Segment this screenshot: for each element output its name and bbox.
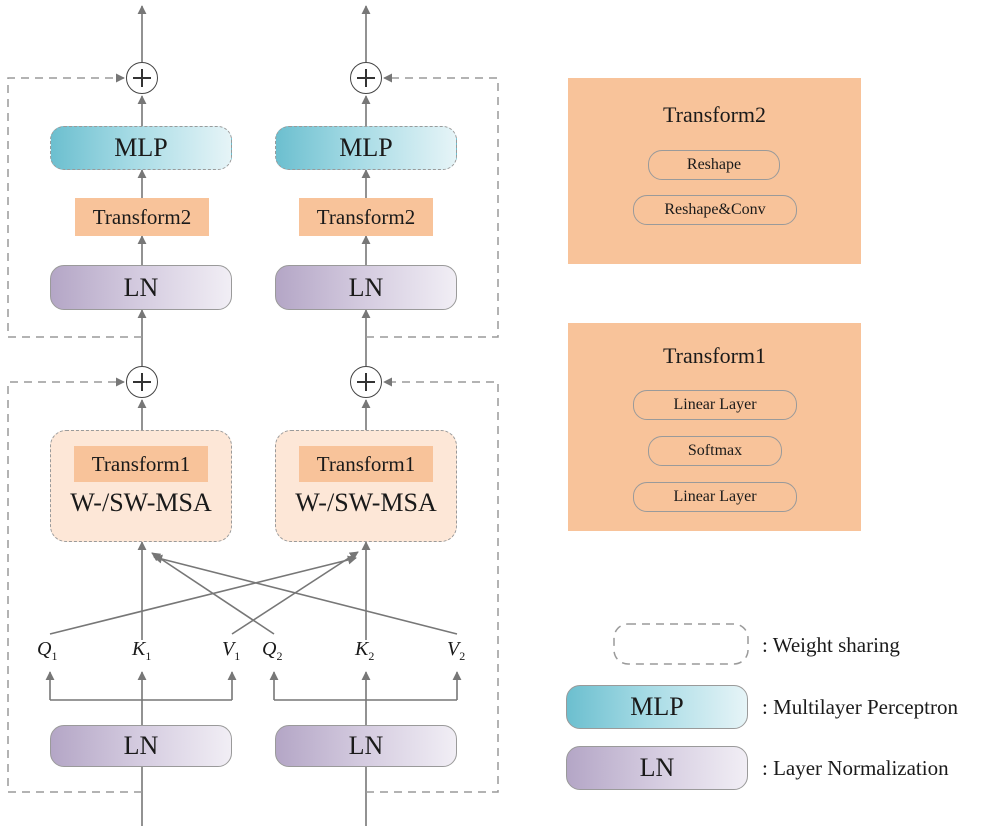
add-node-left-top <box>126 62 158 94</box>
legend-ln-box: LN <box>566 746 748 790</box>
right-mlp-label: MLP <box>339 133 393 162</box>
left-transform2-label: Transform2 <box>92 204 192 229</box>
transform2-step-reshape-conv: Reshape&Conv <box>633 195 797 225</box>
residual-right-bottom <box>366 377 499 793</box>
wire-v2-to-left-msa <box>153 554 458 635</box>
add-node-left-bottom <box>126 366 158 398</box>
legend-weight-sharing-box <box>613 623 749 665</box>
legend-ln-box-label: LN <box>639 753 675 782</box>
residual-left-bottom <box>7 377 142 793</box>
legend-ln-text: : Layer Normalization <box>762 756 949 780</box>
left-mlp-label: MLP <box>114 133 168 162</box>
left-ln-bottom-label: LN <box>123 731 159 760</box>
legend-mlp-text: : Multilayer Perceptron <box>762 695 958 719</box>
right-mlp-block: MLP <box>275 126 457 170</box>
transform2-panel-title: Transform2 <box>662 102 767 127</box>
transform2-step-reshape: Reshape <box>648 150 780 180</box>
input-v1: V1 <box>222 638 241 663</box>
right-ln-top-block: LN <box>275 265 457 310</box>
legend-mlp-box-label: MLP <box>630 692 684 721</box>
legend-weight-sharing-text: : Weight sharing <box>762 633 900 657</box>
legend-mlp-box: MLP <box>566 685 748 729</box>
transform1-step-softmax: Softmax <box>648 436 782 466</box>
input-k2: K2 <box>355 638 375 663</box>
left-mlp-block: MLP <box>50 126 232 170</box>
residual-right-top <box>366 73 499 338</box>
input-q1: Q1 <box>37 638 58 663</box>
left-msa-label: W-/SW-MSA <box>70 488 212 517</box>
transform2-detail-panel: Transform2 Reshape Reshape&Conv <box>568 78 861 264</box>
wire-q2-to-left-msa <box>151 552 275 635</box>
right-ln-bottom-label: LN <box>348 731 384 760</box>
right-attention-block: Transform1 W-/SW-MSA <box>275 430 457 542</box>
left-transform2-block: Transform2 <box>75 198 209 236</box>
left-ln-top-block: LN <box>50 265 232 310</box>
input-k1: K1 <box>132 638 152 663</box>
wire-q1-to-right-msa <box>49 555 357 635</box>
input-q2: Q2 <box>262 638 283 663</box>
left-ln-top-label: LN <box>123 272 159 302</box>
transform1-detail-panel: Transform1 Linear Layer Softmax Linear L… <box>568 323 861 531</box>
input-v2: V2 <box>447 638 466 663</box>
transform1-step-linear-top: Linear Layer <box>633 390 797 420</box>
right-transform1-block: Transform1 <box>299 446 433 482</box>
left-ln-bottom-block: LN <box>50 725 232 767</box>
left-attention-block: Transform1 W-/SW-MSA <box>50 430 232 542</box>
transform1-step-linear-bottom: Linear Layer <box>633 482 797 512</box>
add-node-right-bottom <box>350 366 382 398</box>
transform1-panel-title: Transform1 <box>662 343 767 368</box>
left-transform1-label: Transform1 <box>91 451 191 476</box>
right-msa-label: W-/SW-MSA <box>295 488 437 517</box>
add-node-right-top <box>350 62 382 94</box>
right-transform1-label: Transform1 <box>316 451 416 476</box>
right-transform2-label: Transform2 <box>316 204 416 229</box>
right-ln-top-label: LN <box>348 272 384 302</box>
right-ln-bottom-block: LN <box>275 725 457 767</box>
left-transform1-block: Transform1 <box>74 446 208 482</box>
residual-left-top <box>7 73 142 338</box>
right-transform2-block: Transform2 <box>299 198 433 236</box>
